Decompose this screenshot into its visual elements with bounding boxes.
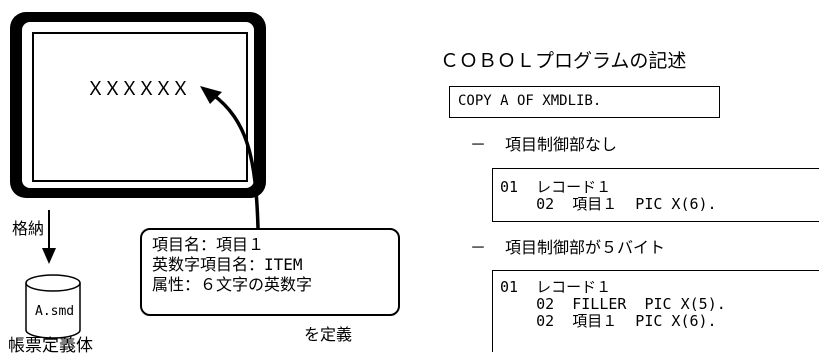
definition-box (140, 228, 400, 316)
case2-code-line-3: 02 項目１ PIC X(6). (500, 312, 717, 330)
case2-code-line-1: 01 レコード１ (500, 278, 612, 296)
file-cylinder-top (25, 274, 81, 292)
copy-statement: COPY A OF XMDLIB. (458, 93, 602, 109)
file-cylinder-body (25, 283, 81, 339)
file-name-label: A.smd (35, 304, 75, 319)
case1-heading: 項目制御部なし (505, 135, 618, 154)
storage-arrowhead (42, 248, 56, 264)
case1-code-line-1: 01 レコード１ (500, 178, 612, 196)
definition-line-alnum-name: 英数字項目名：ITEM (152, 255, 303, 274)
screen-display (32, 32, 248, 182)
definition-line-item-name: 項目名：項目１ (152, 235, 265, 254)
case1-code-line-2: 02 項目１ PIC X(6). (500, 195, 717, 213)
case2-code-line-2: 02 FILLER PIC X(5). (500, 295, 726, 313)
link-arrow-line (210, 92, 260, 229)
case2-dash: － (470, 238, 487, 257)
screen-field-text: ＸＸＸＸＸＸ (86, 78, 190, 100)
cobol-title: ＣＯＢＯＬプログラムの記述 (440, 50, 687, 72)
copy-statement-box (449, 86, 720, 118)
storage-label: 格納 (12, 219, 45, 238)
definition-caption: を定義 (304, 325, 353, 344)
link-arrowhead (200, 86, 222, 104)
definition-line-attribute: 属性：６文字の英数字 (152, 275, 313, 294)
case2-heading: 項目制御部が５バイト (505, 238, 666, 257)
case1-code-box (492, 168, 819, 222)
case1-dash: － (470, 135, 487, 154)
form-definition-caption: 帳票定義体 (8, 336, 93, 356)
case2-code-box (492, 270, 819, 352)
